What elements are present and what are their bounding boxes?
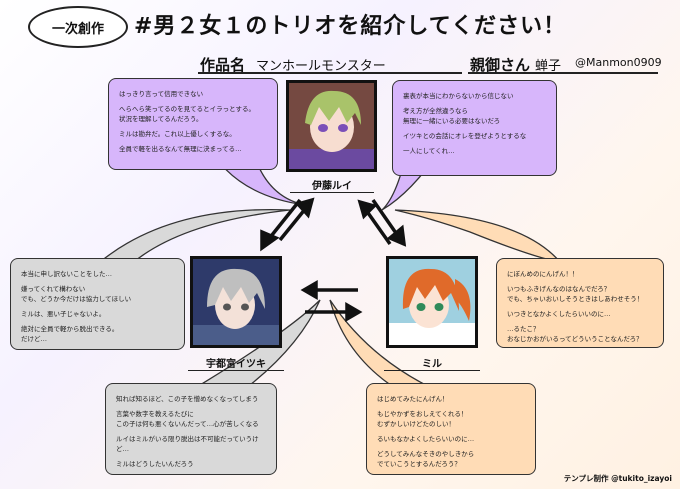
box-rui-about-itsuki: はっきり言って信用できない へらへら笑ってるのを見てるとイラっとする。 状況を理… [108,78,278,170]
box-miru-about-rui: にぼんめのにんげん！！ いつもふきげんなのはなんでだろ？ でも、ちゃいおいしそう… [496,258,664,348]
portrait-itsuki-image [193,259,279,345]
work-label: 作品名 [200,56,246,74]
box-line: はじめてみたにんげん！ [377,395,449,403]
parent-label: 親御さん [470,56,531,74]
page-title: #男２女１のトリオを紹介してください！ [134,14,567,39]
box-line: 絶対に全員で軽から脱出できる。 だけど… [21,325,119,344]
box-line: 本当に申し訳ないことをした… [21,270,112,278]
box-line: どうしてみんなそきのやしきから でていこうとするんだろう？ [377,450,475,469]
portrait-miru-image [389,259,475,345]
box-line: いつきとなかよくしたらいいのに… [507,310,611,319]
box-line: ルイはミルがいる限り脱出は不可能だっていうけど… [116,435,259,454]
box-line: はっきり言って信用できない [119,90,204,98]
portrait-rui-image [289,83,374,169]
box-rui-about-miru: 裏表が本当にわからないから信じない 考え方が全然違うなら 無理に一緒にいる必要は… [392,80,557,176]
box-line: 一人にしてくれ… [403,147,455,156]
arrow-head [294,197,315,219]
portrait-miru [386,256,478,348]
gray-tail-bottom [197,299,321,386]
name-itsuki: 宇都宮イツキ [206,359,266,370]
genre-tag: 一次創作 [28,6,128,48]
box-miru-about-itsuki: はじめてみたにんげん！ もじやかずをおしえてくれる！ むずかしいけどたのしい！ … [366,383,536,475]
box-line: いつもふきげんなのはなんでだろ？ でも、ちゃいおいしそうときはしあわせそう！ [507,285,644,304]
box-line: にぼんめのにんげん！！ [507,270,579,278]
box-line: ミルは勘弁だ。これ以上優しくするな。 [119,130,236,139]
box-line: 言葉や数字を教えるたびに この子は何も悪くないんだって…心が苦しくなる [116,410,259,429]
box-itsuki-about-rui: 本当に申し訳ないことをした… 嫌ってくれて構わない でも、どうか今だけは協力して… [10,258,185,350]
arrow-head [386,224,407,247]
box-line: 考え方が全然違うなら 無理に一緒にいる必要はないだろ [403,107,501,126]
arrow-left-to-top [278,206,308,242]
parent-underline [468,72,658,74]
name-itsuki-underline [188,370,284,371]
name-miru-underline [384,370,480,371]
box-line: 嫌ってくれて構わない でも、どうか今だけは協力してほしい [21,285,132,304]
box-line: へらへら笑ってるのを見てるとイラっとする。 状況を理解してるんだろう。 [119,105,255,124]
arrow-right-to-top [364,208,392,246]
arrow-head [300,279,318,301]
box-itsuki-about-miru: 知れば知るほど、この子を憎めなくなってしまう 言葉や数字を教えるたびに この子は… [105,383,277,475]
parent-handle: @Manmon0909 [575,56,662,69]
box-line: 全員で軽を出るなんて無理に決まってる… [119,145,242,154]
work-underline [198,72,462,74]
box-line: るいもなかよくしたらいいのに… [377,435,475,444]
name-rui-underline [290,192,374,193]
box-line: 裏表が本当にわからないから信じない [403,92,514,100]
box-line: ミルはどうしたいんだろう [116,460,194,469]
genre-tag-text: 一次創作 [51,21,104,37]
name-rui: 伊藤ルイ [312,181,352,192]
portrait-itsuki [190,256,282,348]
arrow-top-to-left [266,198,302,242]
box-line: もじやかずをおしえてくれる！ むずかしいけどたのしい！ [377,410,468,429]
arrow-head [345,301,363,323]
box-line: 知れば知るほど、この子を憎めなくなってしまう [116,395,259,403]
arrow-head [357,199,378,220]
peach-arc-top [394,209,562,263]
portrait-rui [286,80,377,172]
box-line: イツキとの会話にオレを登ぜようとするな [403,132,527,141]
template-credit: テンプレ制作 @tukito_izayoi [563,474,672,483]
parent-value: 蝉子 [535,59,562,74]
arrow-head [260,229,280,252]
box-line: ミルは、悪い子じゃないよ。 [21,310,106,319]
work-value: マンホールモンスター [256,59,386,74]
arrows [260,197,407,323]
arrow-top-to-right [371,199,400,237]
name-miru: ミル [422,359,442,370]
box-line: …るたこ？ おなじかおがいるってどういうことなんだろ？ [507,325,643,344]
